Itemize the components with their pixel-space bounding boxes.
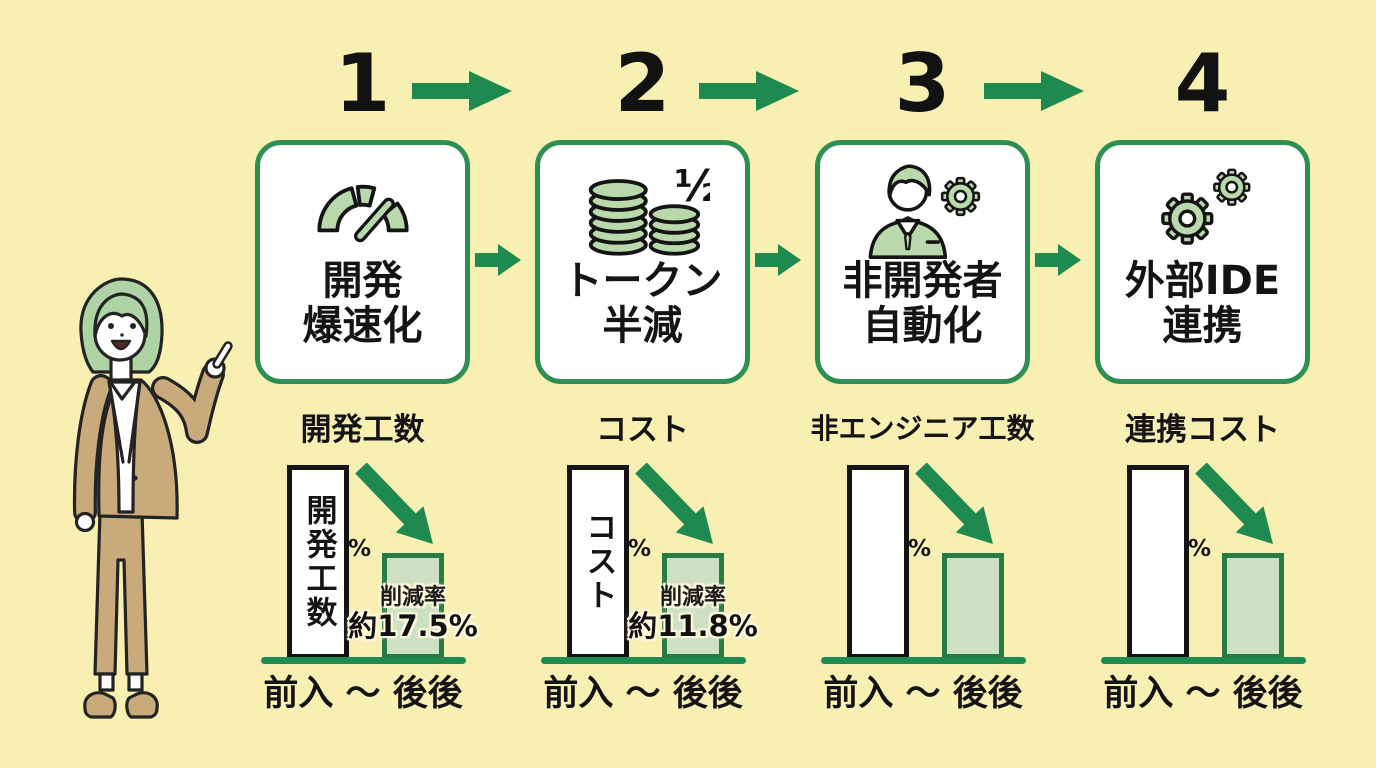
percent-symbol: % (1188, 536, 1212, 562)
x-axis-label: 前入 ～ 後後 (1103, 674, 1303, 714)
step-number: 4 (1174, 37, 1231, 130)
card-title: 非開発者 自動化 (842, 258, 1003, 350)
bar-after (382, 553, 444, 659)
coins-half-icon: ½ (576, 159, 710, 259)
presenter-hair-bangs (93, 292, 149, 338)
reduction-value: 約11.8% (628, 609, 758, 643)
mini-bar-chart: 開発工数 % 削減率 約17.5% (255, 458, 478, 670)
bar-after (942, 553, 1004, 659)
step-column-2: 2 ½ (535, 0, 758, 768)
card-title-line: 連携 (1162, 303, 1243, 350)
reduction-label: 削減率 (379, 585, 446, 610)
chart-title: 開発工数 (300, 412, 425, 448)
chart-title: 非エンジニア工数 (810, 412, 1035, 445)
card-title-line: 自動化 (862, 303, 983, 350)
card-title: 開発 爆速化 (302, 258, 423, 350)
presenter-shoe-right (125, 691, 159, 719)
speedometer-icon (301, 159, 425, 259)
x-axis-line (1101, 657, 1306, 664)
card-title-line: 開発 (322, 258, 403, 304)
mini-bar-chart: % (1095, 458, 1310, 670)
percent-symbol: % (908, 536, 932, 562)
x-axis-label: 前入 ～ 後後 (263, 674, 463, 714)
step-arrow-icon (475, 244, 521, 276)
step-number: 2 (614, 37, 671, 130)
bar-before: コスト (567, 465, 629, 659)
step-column-3: 3 非開発者 自動化 非エ (810, 0, 1034, 768)
step-card: 外部IDE 連携 (1095, 140, 1310, 384)
step-column-4: 4 外部IDE 連携 連携コスト % 前入 ～ 後後 (1095, 0, 1310, 768)
bar-before (847, 465, 909, 659)
step-arrow-icon (755, 244, 801, 276)
step-card: ½ トークン 半減 (535, 140, 750, 384)
flow-arrow-icon (699, 71, 799, 111)
gears-icon (1142, 159, 1264, 259)
card-title: トークン 半減 (562, 258, 723, 350)
flow-arrow-icon (412, 71, 512, 111)
bar-after (1222, 553, 1284, 659)
presenter-illustration (72, 277, 233, 719)
presenter-left-arm (76, 377, 110, 521)
x-axis-line (821, 657, 1026, 664)
step-number: 3 (894, 37, 951, 130)
presenter-mouth (110, 339, 132, 351)
decrease-arrow-icon (635, 462, 713, 544)
presenter-shoe-left (83, 691, 117, 719)
card-title: 外部IDE 連携 (1124, 258, 1281, 350)
x-axis-line (541, 657, 746, 664)
x-axis-label: 前入 ～ 後後 (543, 674, 743, 714)
bar-after (662, 553, 724, 659)
businessperson-gear-icon (856, 159, 990, 259)
percent-symbol: % (628, 536, 652, 562)
decrease-arrow-icon (915, 462, 993, 544)
step-arrow-icon (1035, 244, 1081, 276)
x-axis-line (261, 657, 466, 664)
bar-inner-label: コスト (580, 511, 617, 613)
reduction-value: 約17.5% (348, 609, 478, 643)
card-title-line: 爆速化 (302, 303, 423, 350)
decrease-arrow-icon (1195, 462, 1273, 544)
bar-before: 開発工数 (287, 465, 349, 659)
card-title-line: 非開発者 (842, 258, 1003, 304)
mini-bar-chart: % (815, 458, 1030, 670)
mini-bar-chart: コスト % 削減率 約11.8% (535, 458, 758, 670)
presenter-left-hand (74, 511, 96, 533)
presenter-pointing-finger (214, 343, 231, 367)
bar-before (1127, 465, 1189, 659)
bar-inner-label: 開発工数 (300, 494, 337, 630)
percent-symbol: % (348, 536, 372, 562)
chart-title: コスト (596, 412, 689, 448)
step-card: 非開発者 自動化 (815, 140, 1030, 384)
decrease-arrow-icon (355, 462, 433, 544)
step-number: 1 (334, 37, 391, 130)
step-card: 開発 爆速化 (255, 140, 470, 384)
step-column-1: 1 開発 爆速化 開発工数 開発工数 (255, 0, 478, 768)
flow-arrow-icon (984, 71, 1084, 111)
card-title-line: トークン (562, 258, 723, 304)
presenter-pants (93, 510, 149, 676)
card-title-line: 外部IDE (1124, 258, 1281, 304)
card-title-line: 半減 (602, 303, 683, 350)
presenter-right-arm (154, 365, 222, 441)
chart-title: 連携コスト (1125, 412, 1280, 448)
x-axis-label: 前入 ～ 後後 (823, 674, 1023, 714)
reduction-label: 削減率 (659, 585, 726, 610)
half-badge: ½ (674, 161, 710, 212)
